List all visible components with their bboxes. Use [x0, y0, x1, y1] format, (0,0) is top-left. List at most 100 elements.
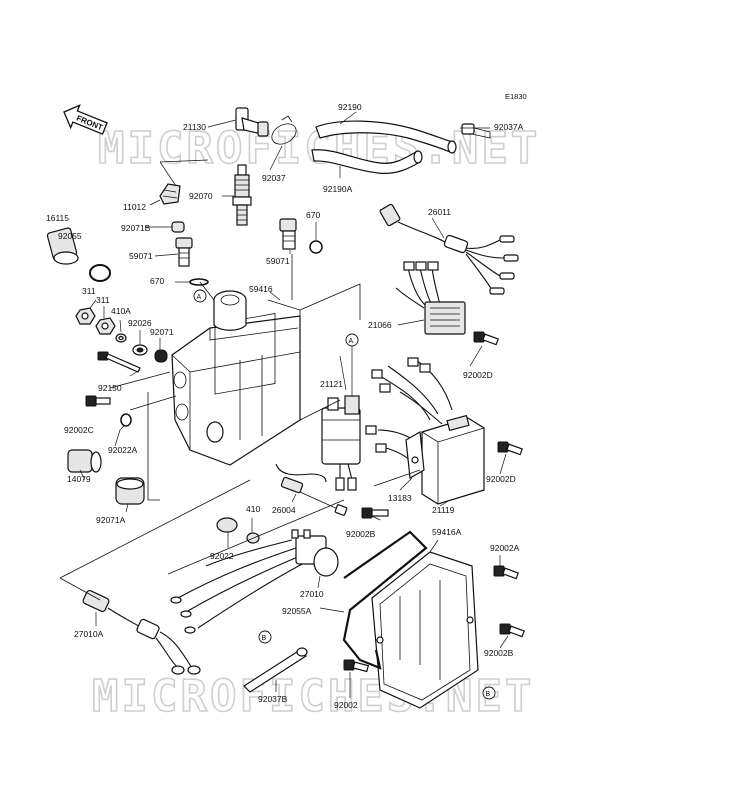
ref-b-lower: B	[482, 686, 496, 700]
svg-text:B: B	[262, 635, 267, 642]
bolt-92002D-lower	[497, 441, 523, 456]
label-26004: 26004	[272, 505, 296, 515]
label-27010: 27010	[300, 589, 324, 599]
label-92026: 92026	[128, 318, 152, 328]
label-16115: 16115	[46, 213, 69, 223]
label-92002A: 92002A	[490, 543, 520, 553]
bolt-92002B-upper	[361, 507, 389, 519]
ignition-coil-21121	[321, 344, 361, 491]
label-27010A: 27010A	[74, 629, 104, 639]
sensor-26004	[275, 463, 348, 516]
o-ring-670-right	[309, 240, 323, 254]
label-92037B: 92037B	[258, 694, 288, 704]
label-21066: 21066	[368, 320, 392, 330]
label-92055A: 92055A	[282, 606, 312, 616]
nut-311-b	[95, 317, 116, 335]
label-311-b: 311	[96, 295, 110, 305]
label-59416A: 59416A	[432, 527, 462, 537]
label-311-a: 311	[82, 286, 96, 296]
washer-92022	[216, 517, 238, 533]
label-92002: 92002	[334, 700, 358, 710]
starter-relay-27010	[170, 529, 339, 634]
grommet-92071	[154, 349, 168, 363]
label-92022: 92022	[210, 551, 234, 561]
watermark-bottom: MICROFICHES.NET	[92, 671, 534, 722]
label-670-right: 670	[306, 210, 320, 220]
switch-27010A	[82, 589, 201, 675]
label-92002D-lower: 92002D	[486, 474, 516, 484]
plug-cap-11012	[159, 183, 181, 205]
clamp-strap-92037B	[243, 647, 308, 693]
washer-92022A	[120, 413, 132, 427]
fitting-59071-right	[279, 218, 297, 250]
label-92150: 92150	[98, 383, 122, 393]
label-92002D-upper: 92002D	[463, 370, 493, 380]
label-92071A: 92071A	[96, 515, 126, 525]
label-59071-left: 59071	[129, 251, 153, 261]
bolt-92002D-upper	[473, 331, 499, 346]
cover-59416A	[371, 551, 479, 709]
label-92002B-upper: 92002B	[346, 529, 376, 539]
label-670-left: 670	[150, 276, 164, 286]
label-92190A: 92190A	[323, 184, 353, 194]
diagram-code: E1830	[505, 92, 527, 101]
leader-lines	[79, 111, 509, 698]
label-92071: 92071	[150, 327, 174, 337]
bolt-92002	[343, 659, 370, 673]
label-21119: 21119	[432, 505, 455, 515]
svg-text:B: B	[486, 691, 491, 698]
nut-311-a	[75, 307, 96, 325]
bracket-13183	[405, 431, 425, 479]
electric-case-59416	[171, 290, 301, 466]
spark-plug-92070	[232, 164, 252, 226]
front-arrow-icon: FRONT	[63, 104, 108, 135]
ref-a-case: A	[193, 289, 207, 303]
gasket-92055A	[342, 530, 428, 670]
svg-text:A: A	[197, 294, 202, 301]
assembly-dashed-lines	[59, 254, 421, 601]
spacer-92026	[132, 344, 148, 356]
label-92037A: 92037A	[494, 122, 524, 132]
grommet-92071A	[115, 477, 145, 505]
label-92002B-lower: 92002B	[484, 648, 514, 658]
label-14079: 14079	[67, 474, 91, 484]
bolt-92150	[97, 351, 141, 373]
clamp-92037	[271, 115, 297, 145]
label-92070: 92070	[189, 191, 213, 201]
bolt-92002A	[493, 565, 519, 580]
bolt-92002B-lower	[499, 623, 525, 638]
label-92055: 92055	[58, 231, 82, 241]
cable-92190	[315, 120, 457, 154]
ref-b-upper: B	[258, 630, 272, 644]
label-13183: 13183	[388, 493, 412, 503]
cable-92190A	[311, 149, 423, 174]
cap-14079	[67, 449, 102, 473]
label-92002C: 92002C	[64, 425, 94, 435]
bolt-92002C	[85, 395, 111, 407]
label-92037: 92037	[262, 173, 286, 183]
label-11012: 11012	[123, 202, 146, 212]
svg-text:A: A	[349, 338, 354, 345]
label-26011: 26011	[428, 207, 451, 217]
harness-26011	[379, 203, 519, 295]
label-92190: 92190	[338, 102, 362, 112]
label-59071-right: 59071	[266, 256, 290, 266]
regulator-21066	[395, 261, 466, 335]
cap-16115	[46, 227, 79, 265]
label-21121: 21121	[320, 379, 343, 389]
label-21130: 21130	[183, 122, 206, 132]
label-92071B: 92071B	[121, 223, 151, 233]
plug-cap-21130	[235, 107, 269, 137]
washer-410A	[115, 333, 127, 343]
o-ring-92055	[89, 264, 111, 282]
grommet-92071B	[171, 221, 185, 233]
label-410A: 410A	[111, 306, 131, 316]
label-410: 410	[246, 504, 260, 514]
clamp-92037A	[461, 123, 491, 139]
label-59416: 59416	[249, 284, 273, 294]
cdi-unit-21119	[365, 357, 485, 505]
label-92022A: 92022A	[108, 445, 138, 455]
fitting-59071-left	[175, 237, 193, 267]
o-ring-670-left	[189, 278, 209, 286]
